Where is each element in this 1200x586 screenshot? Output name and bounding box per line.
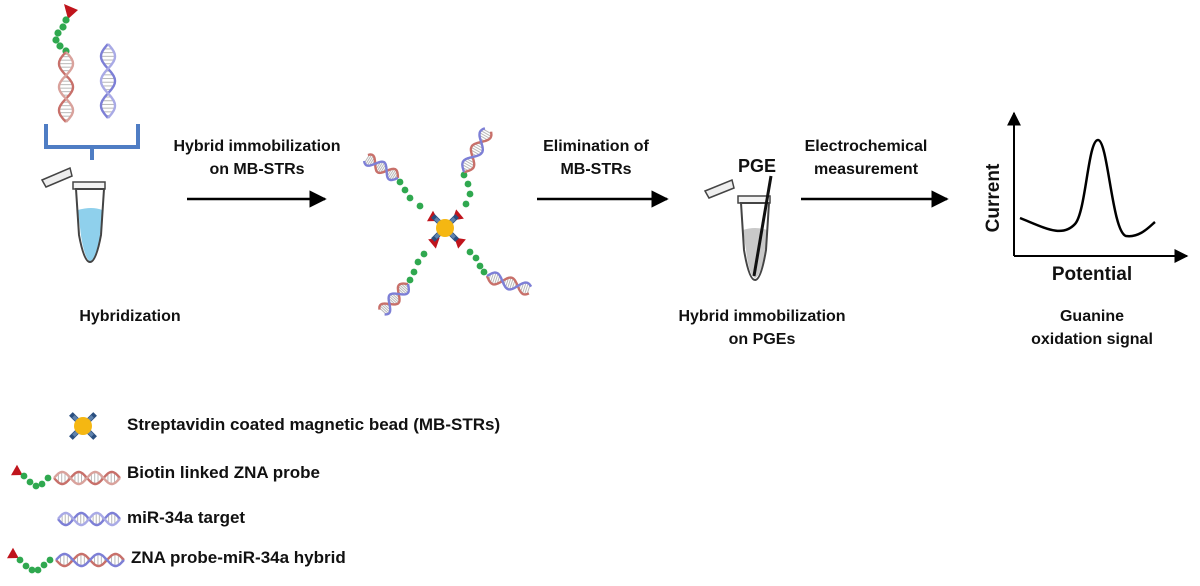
- signal-label-line1: Guanine: [1060, 308, 1124, 325]
- legend-hybrid-helix: [55, 552, 125, 568]
- legend-hybrid-label: ZNA probe-miR-34a hybrid: [131, 548, 346, 567]
- arrow1-label-line2: on MB-STRs: [209, 161, 304, 178]
- legend-target-icon: [57, 511, 121, 527]
- legend-bead-label: Streptavidin coated magnetic bead (MB-ST…: [127, 415, 500, 434]
- biotin-icon: [428, 237, 440, 249]
- biotin-icon: [7, 547, 19, 559]
- legend-probe-icon: [11, 464, 121, 490]
- arrow-hybrid-immobilization: Hybrid immobilization on MB-STRs: [173, 138, 341, 208]
- pencil-graphite-electrode: [752, 175, 773, 277]
- linker-beads: [16, 556, 54, 574]
- hybridization-label: Hybridization: [79, 308, 180, 325]
- mir-target-strand: [99, 43, 117, 119]
- legend-target-helix: [57, 511, 121, 527]
- pge-label: PGE: [738, 156, 776, 176]
- biotin-icon: [64, 4, 78, 19]
- merge-bracket: [44, 124, 140, 160]
- hybrid-arm-4: [485, 271, 533, 296]
- linker-beads: [460, 171, 474, 208]
- legend-target-label: miR-34a target: [127, 508, 245, 527]
- oxidation-peak-curve: [1019, 138, 1156, 238]
- arrow2-label-line1: Elimination of: [543, 138, 649, 155]
- magnetic-bead-icon: [69, 412, 97, 440]
- hybrid-arm-2: [461, 127, 493, 174]
- arrow-elimination: Elimination of MB-STRs: [537, 138, 669, 208]
- x-axis-label: Potential: [1052, 264, 1132, 285]
- arrow1-label-line1: Hybrid immobilization: [173, 138, 340, 155]
- bead-hybrid-complex: [362, 127, 533, 316]
- y-axis-label: Current: [983, 163, 1004, 232]
- pge-tube: [703, 178, 771, 282]
- signal-label-line2: oxidation signal: [1031, 331, 1153, 348]
- pge-step: PGE Hybrid immobilization on PGEs: [678, 156, 845, 348]
- eppendorf-tube: [40, 166, 106, 264]
- hybrid-arm-1: [362, 153, 400, 182]
- linker-beads: [52, 16, 70, 55]
- linker-beads: [396, 178, 424, 210]
- legend-probe-helix: [53, 470, 121, 486]
- hybridization-step: Hybridization: [40, 4, 181, 325]
- biotin-icon: [454, 237, 466, 249]
- biotin-icon: [11, 464, 23, 476]
- pge-immobilization-line1: Hybrid immobilization: [678, 308, 845, 325]
- arrow3-label-line1: Electrochemical: [805, 138, 928, 155]
- legend-probe-label: Biotin linked ZNA probe: [127, 463, 320, 482]
- arrow-electrochemical: Electrochemical measurement: [801, 138, 949, 208]
- linker-beads: [406, 250, 428, 284]
- pge-immobilization-line2: on PGEs: [729, 331, 796, 348]
- mir-target-helix: [99, 43, 117, 119]
- voltammogram: Current Potential Guanine oxidation sign…: [983, 111, 1189, 348]
- legend-hybrid-icon: [7, 547, 125, 574]
- zna-probe-helix: [57, 51, 75, 123]
- legend-bead-icon: [69, 412, 97, 440]
- arrow2-label-line2: MB-STRs: [560, 161, 631, 178]
- hybrid-arm-3: [378, 282, 410, 316]
- linker-beads: [20, 472, 52, 490]
- legend: Streptavidin coated magnetic bead (MB-ST…: [7, 412, 500, 574]
- arrow3-label-line2: measurement: [814, 161, 919, 178]
- zna-probe-strand: [57, 51, 75, 123]
- magnetic-bead-icon: [431, 214, 459, 242]
- linker-beads: [466, 248, 488, 276]
